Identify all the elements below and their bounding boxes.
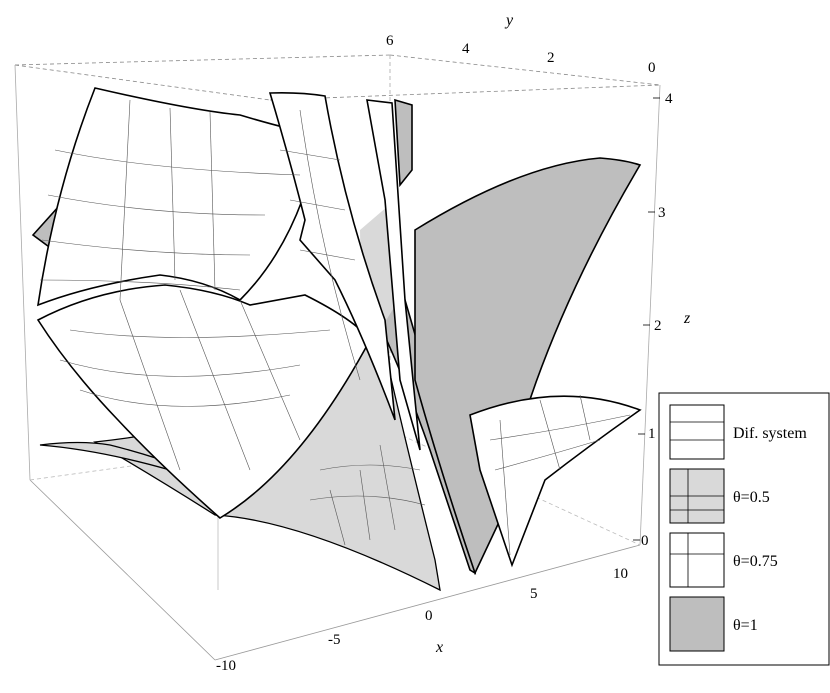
z-tick-3: 3 [658,205,666,221]
x-tick-0: 0 [425,608,433,624]
legend-label-dif-system: Dif. system [733,425,807,442]
legend-entry-theta-1: θ=1 [669,596,758,652]
y-axis-label: y [504,12,514,29]
legend-swatch-dif-system [669,404,725,460]
x-tick-10: 10 [613,566,628,582]
y-tick-0: 0 [648,60,656,76]
legend-label-theta-0.75: θ=0.75 [733,553,778,570]
z-axis-ticks [633,97,660,541]
x-axis-label: x [435,639,443,656]
legend-label-theta-1: θ=1 [733,617,758,634]
x-axis-tick-labels: -10 -5 0 5 10 [216,566,628,674]
legend-entry-theta-0.75: θ=0.75 [669,532,778,588]
legend-entry-dif-system: Dif. system [669,404,807,460]
z-tick-2: 2 [654,318,662,334]
y-tick-2: 2 [547,50,555,66]
z-tick-0: 0 [641,533,649,549]
surface-dif-system [36,87,642,568]
x-tick-neg5: -5 [328,632,341,648]
legend-swatch-theta-0.75 [669,532,725,588]
x-tick-5: 5 [530,586,538,602]
y-axis-tick-labels: 6 4 2 0 [386,33,656,76]
legend-swatch-theta-1 [669,596,725,652]
legend-entry-theta-0.5: θ=0.5 [669,468,770,524]
z-tick-1: 1 [648,426,656,442]
x-tick-neg10: -10 [216,658,236,674]
y-tick-4: 4 [462,41,470,57]
y-tick-6: 6 [386,33,394,49]
legend-label-theta-0.5: θ=0.5 [733,489,770,506]
surface-grid [39,99,631,556]
z-axis-tick-labels: 4 3 2 1 0 [641,91,673,549]
legend: Dif. system θ=0.5 θ=0.75 θ=1 [658,392,830,666]
z-tick-4: 4 [665,91,673,107]
z-axis-label: z [683,310,691,327]
